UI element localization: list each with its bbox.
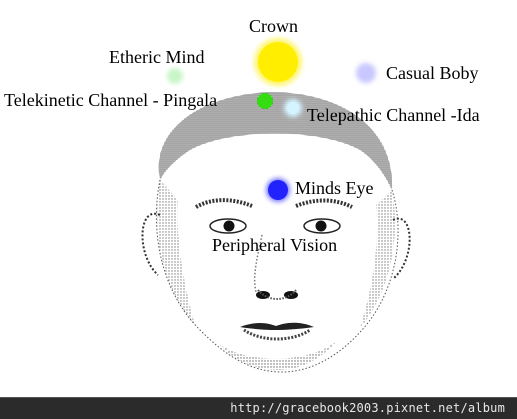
etheric-mind-orb xyxy=(167,68,183,84)
left-brow xyxy=(195,198,253,209)
peripheral-vision-label: Peripheral Vision xyxy=(212,235,338,255)
chakra-points xyxy=(167,38,376,202)
head-illustration xyxy=(141,92,411,373)
right-pupil xyxy=(315,220,327,232)
lower-lip xyxy=(243,328,311,341)
right-side-shading xyxy=(360,190,395,328)
right-brow xyxy=(295,198,353,209)
upper-lip xyxy=(240,322,314,330)
footer-bar: http://gracebook2003.pixnet.net/album xyxy=(0,397,517,419)
telekinetic-orb xyxy=(257,93,273,109)
face-outline xyxy=(155,179,399,373)
minds-eye-orb xyxy=(268,180,288,200)
jaw-shading xyxy=(215,340,338,370)
etheric-mind-label: Etheric Mind xyxy=(109,47,205,67)
nose-tip xyxy=(257,289,297,300)
right-ear xyxy=(392,217,411,279)
crown-label: Crown xyxy=(249,16,298,36)
telepathic-label: Telepathic Channel -Ida xyxy=(307,105,480,125)
minds-eye-label: Minds Eye xyxy=(295,178,374,198)
source-url: http://gracebook2003.pixnet.net/album xyxy=(230,401,505,415)
telekinetic-label: Telekinetic Channel - Pingala xyxy=(4,90,218,110)
left-side-shading xyxy=(157,180,195,325)
telepathic-orb xyxy=(287,102,299,114)
casual-body-orb xyxy=(356,63,376,83)
nose-bridge xyxy=(253,234,263,293)
hair xyxy=(158,92,393,190)
crown-orb xyxy=(258,42,298,82)
casual-body-label: Casual Boby xyxy=(386,63,479,83)
left-pupil xyxy=(223,220,235,232)
